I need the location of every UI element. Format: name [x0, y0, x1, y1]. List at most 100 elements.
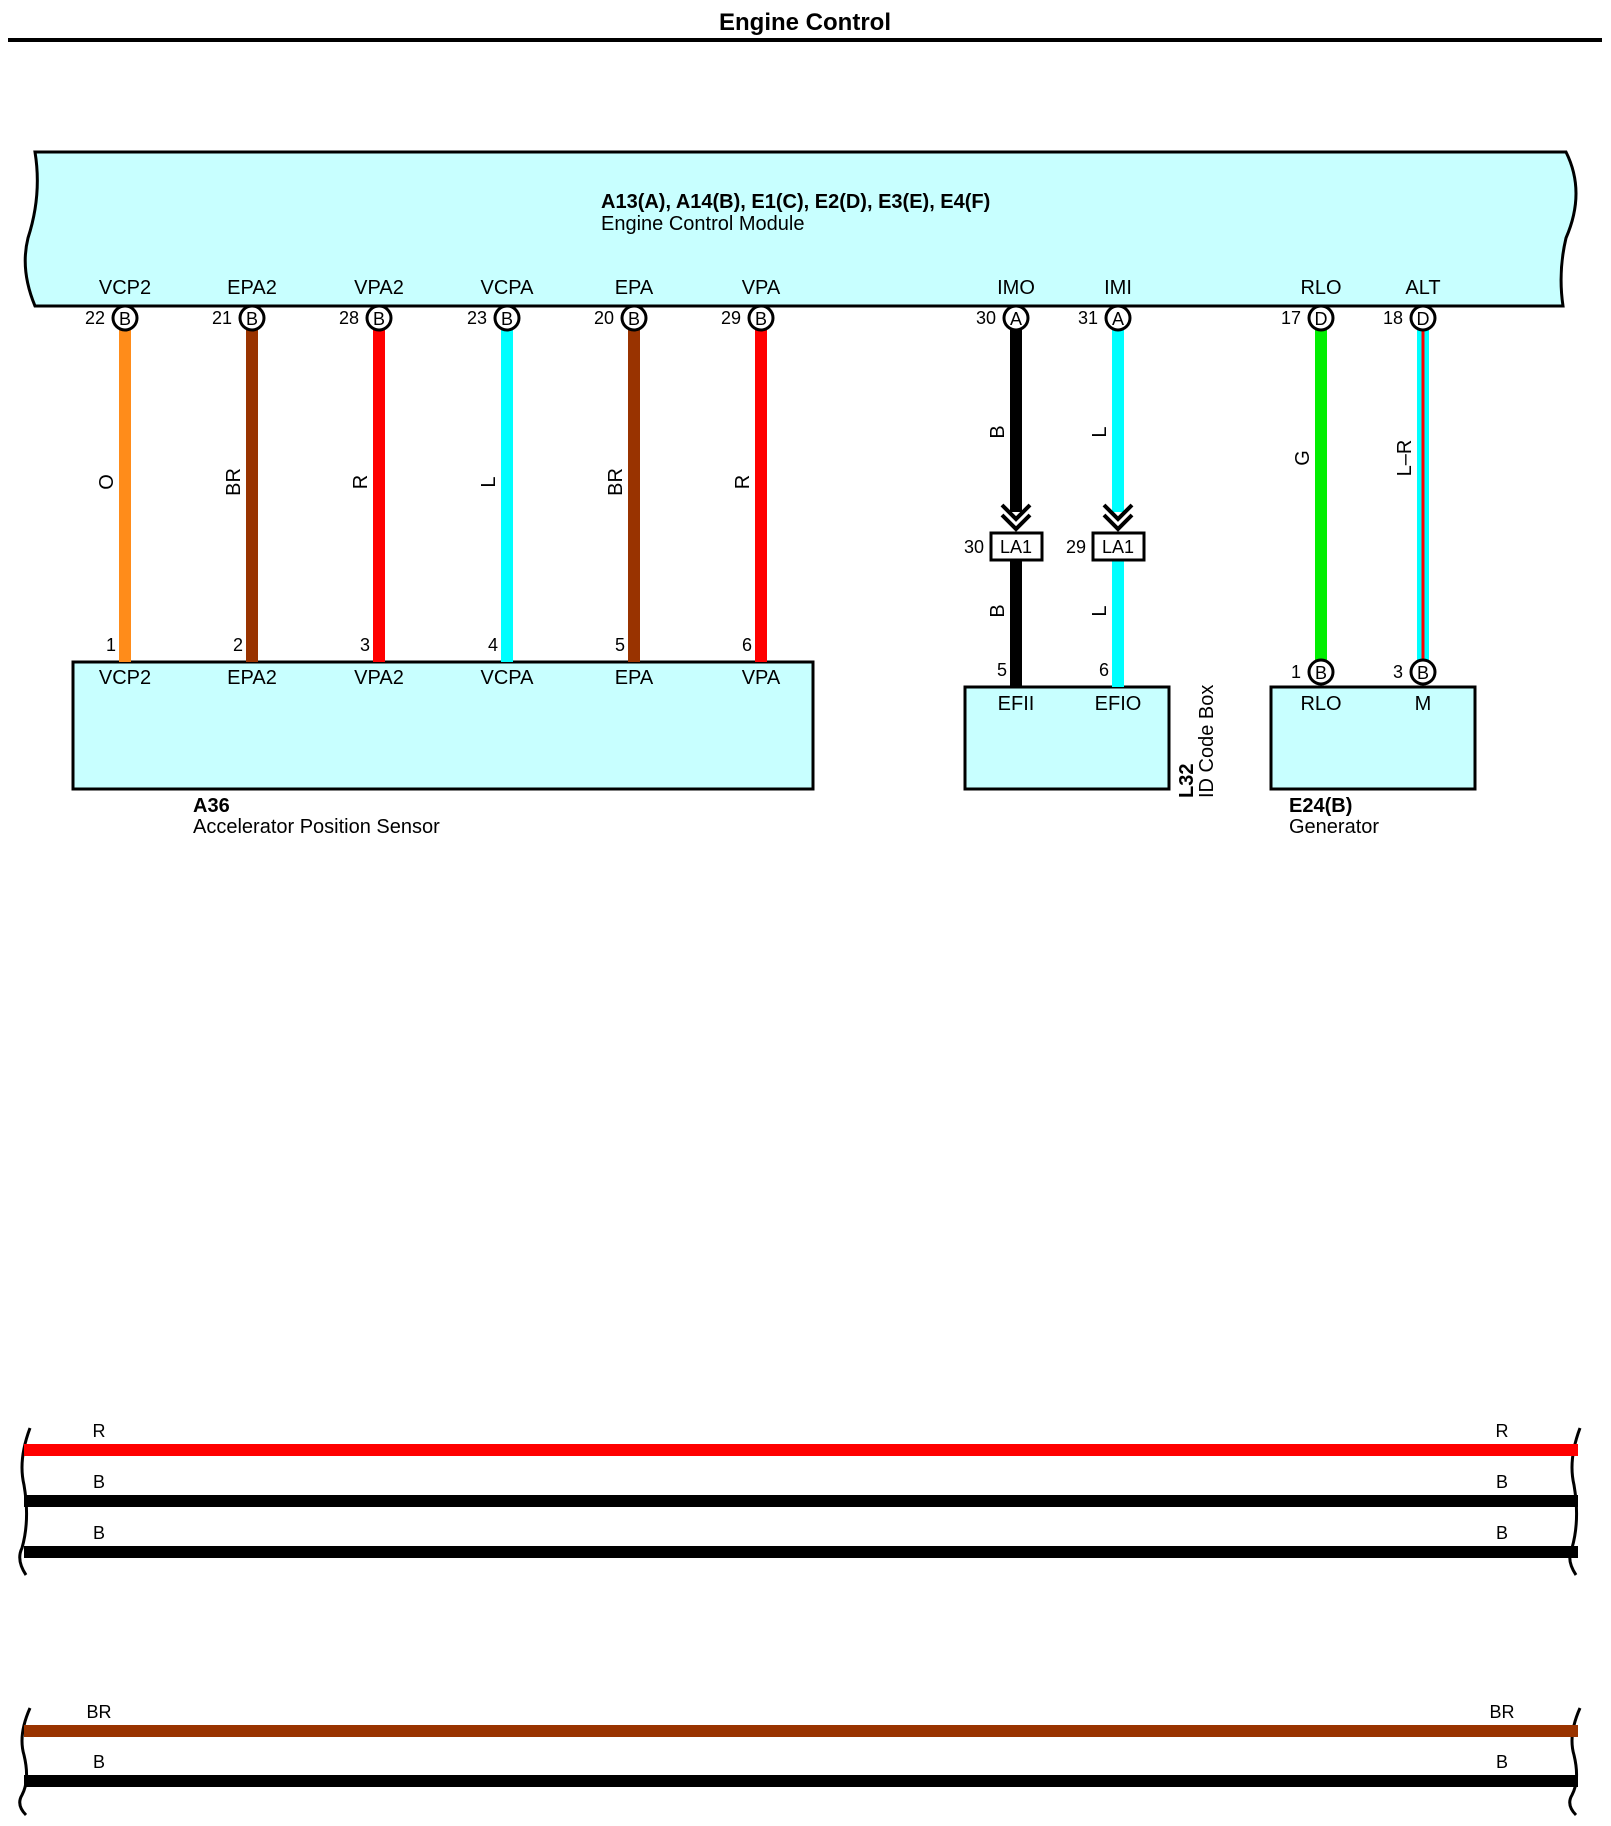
aps-pins: 1 2 3 4 5 6 VCP2 EPA2 VPA2 VCPA EPA VPA: [99, 635, 781, 689]
chevron-down-icon: [1102, 503, 1134, 532]
ecm-pin-label: EPA2: [227, 277, 277, 299]
connector-circle: [493, 304, 521, 332]
bus-group-2: BR BR B B: [18, 1702, 1582, 1817]
bus-wire-label: R: [93, 1421, 106, 1441]
pin-number: 23: [467, 308, 487, 328]
aps-pin-label: VPA: [742, 667, 781, 689]
bus-wire-label: BR: [86, 1702, 111, 1722]
connector-letter: D: [1315, 309, 1328, 329]
ecm-pin-label: VPA: [742, 277, 781, 299]
aps-pin-number: 6: [742, 635, 752, 655]
pin-number: 29: [721, 308, 741, 328]
connector-circle: [111, 304, 139, 332]
ecm-pin-label: VPA2: [354, 277, 404, 299]
bus-left-brace: [18, 1427, 32, 1576]
connector-letter: B: [1417, 663, 1429, 683]
generator-box: [1269, 685, 1477, 791]
idbox-pin-number: 5: [997, 660, 1007, 680]
bus-wire-label: B: [93, 1752, 105, 1772]
bus-wire-label: B: [1496, 1523, 1508, 1543]
aps-pin-number: 2: [233, 635, 243, 655]
generator-pin-label: M: [1415, 693, 1432, 715]
connector-circle: [1002, 304, 1030, 332]
idbox-pin-number: 6: [1099, 660, 1109, 680]
connector-pin: B 28: [339, 304, 393, 332]
junction-pin-number: 29: [1066, 537, 1086, 557]
wire-color-codes: O BR R L BR R B B L L G L–R: [96, 425, 1416, 617]
connector-pin: B 29: [721, 304, 775, 332]
connector-circle: [365, 304, 393, 332]
generator-name: Generator: [1289, 816, 1379, 838]
aps-pin-number: 5: [615, 635, 625, 655]
aps-box: [71, 660, 815, 791]
bus-right-brace: [1568, 1707, 1582, 1817]
ecm-pin-label: IMO: [997, 277, 1035, 299]
aps-code: A36: [193, 795, 230, 817]
pin-number: 17: [1281, 308, 1301, 328]
idbox-name: ID Code Box: [1196, 685, 1218, 798]
ecm-code: A13(A), A14(B), E1(C), E2(D), E3(E), E4(…: [601, 191, 990, 213]
bus-wire-label: B: [93, 1472, 105, 1492]
aps-pin-number: 1: [106, 635, 116, 655]
wire-color-label: BR: [223, 468, 245, 496]
ecm-name: Engine Control Module: [601, 213, 804, 235]
ecm-connectors: B 22 B 21 B 28 B 23 B 20 B 29: [85, 304, 1437, 332]
connector-circle: [1409, 304, 1437, 332]
ecm-pin-labels: VCP2 EPA2 VPA2 VCPA EPA VPA IMO IMI RLO …: [99, 277, 1441, 299]
wire-color-label: L: [1089, 426, 1111, 437]
connector-letter: B: [119, 309, 131, 329]
connector-pin: A 31: [1078, 304, 1132, 332]
pin-number: 30: [976, 308, 996, 328]
aps-pin-label: VPA2: [354, 667, 404, 689]
connector-pin: D 18: [1383, 304, 1437, 332]
idbox-box: [963, 685, 1171, 791]
connector-letter: B: [501, 309, 513, 329]
aps-pin-number: 4: [488, 635, 498, 655]
connector-circle: [1307, 304, 1335, 332]
page-title: Engine Control: [719, 9, 891, 36]
idbox-caption: L32 ID Code Box: [1176, 685, 1218, 798]
idbox-pins: 5 6 EFII EFIO: [997, 660, 1141, 715]
wire-color-label: G: [1292, 450, 1314, 466]
connector-pin: D 17: [1281, 304, 1335, 332]
ecm-pin-label: VCP2: [99, 277, 151, 299]
connector-circle: [1409, 658, 1437, 686]
junction-name: LA1: [1102, 537, 1134, 557]
connector-circle: [620, 304, 648, 332]
wire-color-label: BR: [605, 468, 627, 496]
connector-letter: A: [1112, 309, 1124, 329]
generator-pin-number: 1: [1291, 662, 1301, 682]
connector-circle: [238, 304, 266, 332]
generator-pin-label: RLO: [1300, 693, 1341, 715]
pin-number: 18: [1383, 308, 1403, 328]
aps-pin-label: EPA2: [227, 667, 277, 689]
aps-pin-label: VCPA: [481, 667, 535, 689]
ecm-pin-label: EPA: [615, 277, 654, 299]
connector-pin: B 22: [85, 304, 139, 332]
connector-letter: B: [1315, 663, 1327, 683]
aps-pin-label: VCP2: [99, 667, 151, 689]
pin-number: 22: [85, 308, 105, 328]
chevron-down-icon: [1000, 503, 1032, 532]
connector-letter: A: [1010, 309, 1022, 329]
connector-letter: B: [246, 309, 258, 329]
wire-color-label: R: [350, 475, 372, 489]
aps-pin-number: 3: [360, 635, 370, 655]
generator-pins: B 1 B 3 RLO M: [1291, 658, 1437, 715]
connector-pin: B 20: [594, 304, 648, 332]
wire-color-label: L–R: [1394, 440, 1416, 477]
connector-pin: B 23: [467, 304, 521, 332]
pin-number: 28: [339, 308, 359, 328]
junction-la1-left: LA1 30: [964, 503, 1044, 562]
ecm-pin-label: IMI: [1104, 277, 1132, 299]
generator-code: E24(B): [1289, 795, 1352, 817]
junction-box: [989, 531, 1044, 562]
bus-wire-label: B: [1496, 1472, 1508, 1492]
aps-name: Accelerator Position Sensor: [193, 816, 440, 838]
ecm-pin-label: ALT: [1405, 277, 1440, 299]
bus-left-brace: [18, 1707, 32, 1817]
connector-letter: D: [1417, 309, 1430, 329]
bus-wire-label: BR: [1489, 1702, 1514, 1722]
bus-wire-label: B: [1496, 1752, 1508, 1772]
junction-pin-number: 30: [964, 537, 984, 557]
